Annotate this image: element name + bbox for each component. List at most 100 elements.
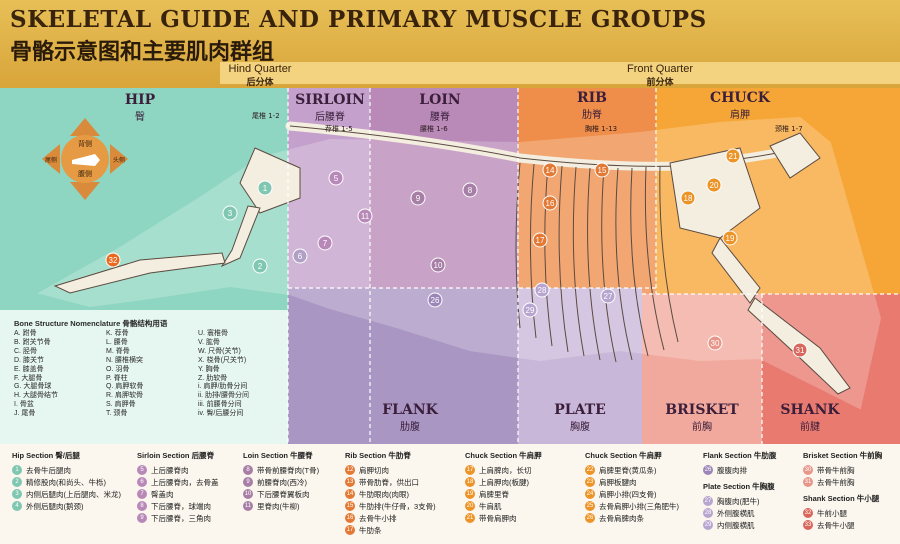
front-quarter-label: Front Quarter 前分体 [626, 63, 694, 87]
svg-text:14: 14 [546, 166, 555, 175]
nomenclature-row: D. 膝关节 [14, 356, 44, 364]
quarter-ribbon [220, 62, 900, 84]
nomenclature-row: L. 腰骨 [106, 338, 128, 346]
svg-text:6: 6 [298, 252, 303, 261]
svg-text:19: 19 [726, 234, 735, 243]
nomenclature-row: K. 荐骨 [106, 330, 129, 337]
nomenclature-row: R. 肩胛软骨 [106, 392, 143, 400]
nomenclature-row: G. 大腿骨球 [14, 383, 52, 391]
svg-text:7: 7 [323, 239, 328, 248]
muscle-markers: 1 2 3 6 5 7 11 9 8 10 26 14 15 16 17 28 … [105, 148, 808, 358]
hind-leg-bones [53, 147, 301, 294]
nomenclature-col-3: U. 寰椎骨 V. 肱骨 W. 尺骨(关节) X. 桡骨(尺关节) Y. 胸骨 … [198, 330, 290, 419]
compass-bottom: 腹侧 [78, 169, 92, 178]
nomenclature-row: Z. 肋软骨 [198, 374, 228, 382]
svg-text:11: 11 [361, 212, 370, 221]
nomenclature-row: O. 羽骨 [106, 365, 130, 373]
nomenclature-row: ii. 肋排/腰骨分间 [198, 392, 249, 400]
nomenclature-row: J. 尾骨 [14, 410, 36, 418]
section-label-plate: Plate胸腹 [554, 402, 606, 433]
svg-text:2: 2 [258, 262, 263, 271]
svg-text:8: 8 [468, 186, 473, 195]
svg-text:30: 30 [711, 339, 720, 348]
nomenclature-row: C. 胫骨 [14, 347, 37, 355]
nomenclature-row: V. 肱骨 [198, 338, 220, 346]
nomenclature-col-1: A. 跗骨 B. 跗关节骨 C. 胫骨 D. 膝关节 E. 膝盖骨 F. 大腿骨… [14, 330, 106, 419]
nomenclature-row: P. 脊柱 [106, 374, 128, 382]
svg-text:9: 9 [416, 194, 421, 203]
section-label-rib: Rib肋脊 [576, 90, 608, 121]
hind-quarter-label: Hind Quarter 后分体 [228, 63, 292, 87]
section-lines [287, 88, 900, 444]
vertebrae-sacral-label: 荐椎 1-5 [325, 124, 353, 133]
nomenclature-row: iii. 前腰骨分间 [198, 401, 242, 409]
rib-cage [515, 162, 679, 363]
compass-left: 尾侧 [45, 156, 57, 164]
nomenclature-row: E. 膝盖骨 [14, 365, 44, 373]
svg-text:15: 15 [598, 166, 607, 175]
section-label-brisket: Brisket前胸 [665, 402, 739, 433]
header-banner: Skeletal Guide and Primary Muscle Groups… [0, 0, 900, 88]
nomenclature-row: iv. 臀/后腰分间 [198, 410, 244, 418]
svg-text:32: 32 [109, 256, 118, 265]
nomenclature-row: U. 寰椎骨 [198, 330, 228, 337]
svg-text:1: 1 [263, 184, 268, 193]
vertebrae-labels: 尾椎 1-2 荐椎 1-5 腰椎 1-6 胸椎 1-13 颈椎 1-7 [252, 111, 803, 133]
region-brisket [642, 294, 762, 444]
bone-nomenclature-panel: Bone Structure Nomenclature 骨骼结构用语 A. 跗骨… [14, 318, 282, 436]
svg-text:18: 18 [684, 194, 693, 203]
nomenclature-row: A. 跗骨 [14, 330, 37, 337]
section-label-sirloin: Sirloin后腰脊 [295, 92, 365, 123]
section-label-shank: Shank前腱 [780, 402, 840, 433]
svg-text:27: 27 [604, 292, 613, 301]
svg-text:3: 3 [228, 209, 233, 218]
region-flank [288, 288, 518, 444]
nomenclature-row: X. 桡骨(尺关节) [198, 356, 247, 364]
nomenclature-row: W. 尺骨(关节) [198, 347, 241, 355]
section-label-hip: Hip臀 [124, 92, 156, 123]
svg-text:21: 21 [729, 152, 738, 161]
compass-right: 头侧 [113, 156, 125, 164]
nomenclature-row: T. 颈骨 [106, 410, 128, 418]
svg-text:17: 17 [536, 236, 545, 245]
svg-text:5: 5 [334, 174, 339, 183]
vertebrae-lumbar-label: 腰椎 1-6 [420, 124, 448, 133]
section-label-loin: Loin腰脊 [419, 92, 461, 123]
nomenclature-row: Y. 胸骨 [198, 365, 220, 373]
skeleton-muscle-diagram: 1 2 3 6 5 7 11 9 8 10 26 14 15 16 17 28 … [0, 88, 900, 444]
nomenclature-row: B. 跗关节骨 [14, 338, 51, 346]
svg-text:16: 16 [546, 199, 555, 208]
